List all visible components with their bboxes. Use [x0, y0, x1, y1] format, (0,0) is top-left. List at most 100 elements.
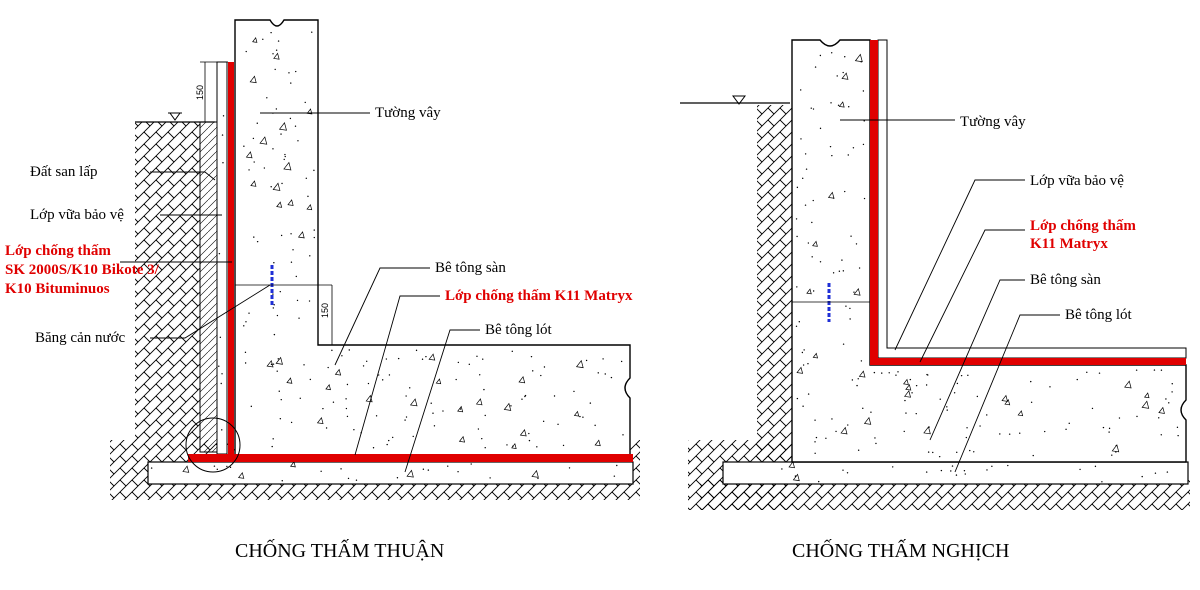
concrete-aggregate: [1001, 394, 1008, 402]
concrete-speck: [220, 382, 222, 385]
concrete-speck: [832, 197, 835, 199]
concrete-speck: [543, 366, 546, 368]
concrete-speck: [999, 433, 1001, 435]
concrete-speck: [897, 371, 899, 373]
concrete-speck: [511, 350, 513, 353]
concrete-speck: [803, 349, 805, 351]
concrete-speck: [432, 412, 434, 414]
concrete-aggregate: [503, 402, 512, 411]
concrete-speck: [802, 177, 804, 180]
concrete-speck: [831, 154, 833, 157]
concrete-speck: [951, 465, 954, 467]
concrete-speck: [842, 71, 844, 74]
concrete-speck: [604, 373, 606, 375]
concrete-speck: [841, 259, 843, 261]
concrete-speck: [422, 468, 425, 470]
concrete-aggregate: [1004, 398, 1011, 406]
concrete-speck: [1101, 481, 1103, 483]
concrete-speck: [1008, 433, 1011, 435]
concrete-speck: [405, 416, 408, 418]
concrete-speck: [273, 333, 276, 336]
concrete-speck: [852, 147, 855, 149]
concrete-speck: [298, 317, 300, 319]
concrete-speck: [610, 376, 613, 379]
concrete-speck: [277, 40, 280, 42]
right-label-chong-tham-1: Lớp chống thấm: [1030, 218, 1136, 234]
concrete-speck: [372, 447, 375, 449]
concrete-speck: [353, 429, 355, 431]
concrete-speck: [320, 470, 322, 472]
concrete-speck: [476, 355, 478, 357]
concrete-speck: [489, 477, 491, 479]
concrete-speck: [905, 412, 907, 414]
concrete-speck: [248, 312, 250, 314]
concrete-speck: [1094, 465, 1097, 468]
left-label-be-tong-lot: Bê tông lót: [485, 322, 552, 338]
concrete-speck: [270, 363, 273, 366]
concrete-speck: [362, 365, 365, 367]
concrete-speck: [858, 267, 861, 269]
concrete-speck: [594, 424, 596, 427]
concrete-speck: [1171, 391, 1173, 393]
concrete-speck: [804, 204, 807, 206]
concrete-speck: [830, 52, 833, 54]
concrete-speck: [221, 134, 224, 136]
concrete-speck: [829, 145, 832, 148]
concrete-speck: [262, 38, 264, 40]
concrete-speck: [1049, 386, 1051, 388]
concrete-aggregate: [428, 353, 436, 361]
concrete-speck: [927, 374, 929, 376]
concrete-speck: [280, 398, 282, 401]
concrete-speck: [218, 252, 221, 255]
concrete-speck: [1030, 380, 1032, 383]
concrete-speck: [863, 120, 865, 122]
concrete-speck: [280, 234, 283, 237]
concrete-speck: [976, 395, 979, 398]
concrete-speck: [802, 364, 805, 366]
concrete-speck: [946, 406, 948, 408]
concrete-speck: [521, 398, 523, 400]
concrete-speck: [795, 325, 798, 327]
concrete-speck: [850, 235, 852, 237]
right-label-be-tong-san: Bê tông sàn: [1030, 272, 1101, 288]
right-label-chong-tham-2: K11 Matryx: [1030, 236, 1108, 252]
concrete-speck: [309, 255, 311, 257]
concrete-speck: [290, 261, 293, 263]
concrete-speck: [818, 480, 820, 483]
concrete-aggregate: [806, 288, 812, 295]
concrete-speck: [855, 243, 858, 245]
concrete-aggregate: [1158, 406, 1165, 414]
concrete-speck: [846, 472, 849, 474]
concrete-speck: [848, 106, 850, 108]
concrete-speck: [925, 384, 928, 386]
concrete-speck: [881, 372, 883, 374]
concrete-speck: [825, 437, 827, 440]
concrete-speck: [1108, 431, 1110, 433]
concrete-speck: [873, 371, 876, 374]
left-lean-concrete: [147, 461, 634, 485]
concrete-speck: [819, 127, 822, 130]
concrete-speck: [391, 436, 394, 439]
concrete-speck: [847, 154, 849, 156]
concrete-speck: [616, 464, 618, 467]
concrete-aggregate: [863, 416, 872, 425]
concrete-speck: [622, 434, 624, 436]
concrete-speck: [288, 72, 290, 74]
right-water-level-icon: [732, 95, 746, 105]
concrete-speck: [568, 467, 571, 469]
concrete-speck: [795, 218, 798, 220]
concrete-speck: [347, 477, 350, 480]
concrete-speck: [284, 155, 286, 158]
concrete-speck: [299, 397, 301, 399]
concrete-aggregate: [306, 108, 313, 115]
concrete-speck: [226, 465, 228, 468]
concrete-speck: [562, 444, 565, 447]
concrete-speck: [1098, 372, 1101, 374]
concrete-speck: [243, 145, 245, 147]
concrete-speck: [836, 75, 838, 77]
concrete-speck: [973, 451, 975, 453]
concrete-speck: [477, 428, 480, 430]
concrete-speck: [927, 451, 930, 453]
right-concrete-texture: [781, 52, 1179, 483]
